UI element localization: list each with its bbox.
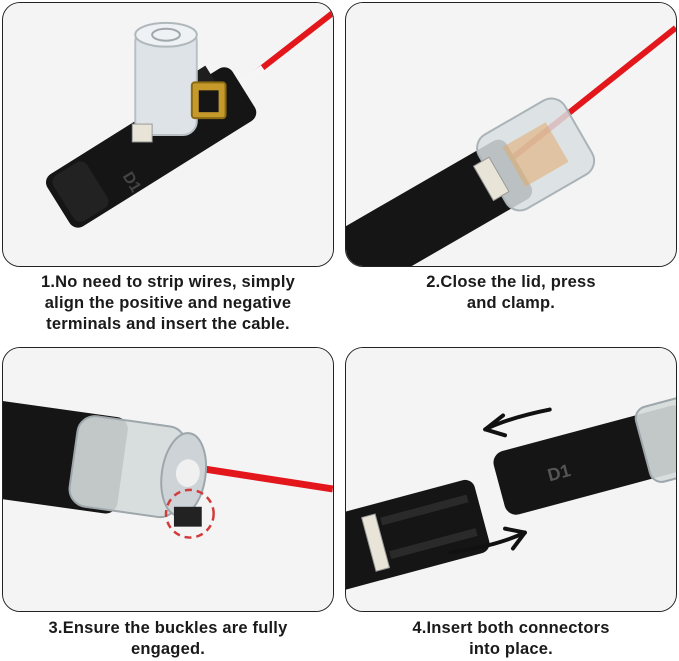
- caption-line: 4.Insert both connectors: [412, 619, 610, 637]
- caption-line: into place.: [469, 640, 553, 658]
- caption-line: 1.No need to strip wires, simply: [41, 273, 295, 291]
- buckle-engaged-illustration: [3, 348, 333, 611]
- step-3-image: [2, 347, 334, 612]
- connectors-insert-illustration: D1: [346, 348, 676, 611]
- step-3-caption: 3.Ensure the buckles are fully engaged.: [0, 618, 336, 660]
- step-1-caption: 1.No need to strip wires, simply align t…: [0, 272, 336, 335]
- step-2-image: [345, 2, 677, 267]
- step-1-image: D1: [2, 2, 334, 267]
- step-4-image: D1: [345, 347, 677, 612]
- wire-connector-open-illustration: D1: [3, 3, 333, 266]
- caption-line: engaged.: [130, 640, 206, 658]
- caption-line: and clamp.: [466, 294, 556, 312]
- caption-line: terminals and insert the cable.: [46, 315, 290, 333]
- highlight-circle: [164, 488, 215, 539]
- caption-line: 2.Close the lid, press: [426, 273, 596, 291]
- caption-line: align the positive and negative: [44, 294, 292, 312]
- step-2-caption: 2.Close the lid, press and clamp.: [343, 272, 679, 314]
- wire-connector-closed-illustration: [346, 3, 676, 266]
- red-wire: [191, 463, 333, 493]
- step-4-caption: 4.Insert both connectors into place.: [343, 618, 679, 660]
- red-wire: [254, 10, 333, 75]
- buckle: [173, 506, 202, 527]
- caption-line: 3.Ensure the buckles are fully: [48, 619, 288, 637]
- arrow-right-icon: [448, 530, 527, 555]
